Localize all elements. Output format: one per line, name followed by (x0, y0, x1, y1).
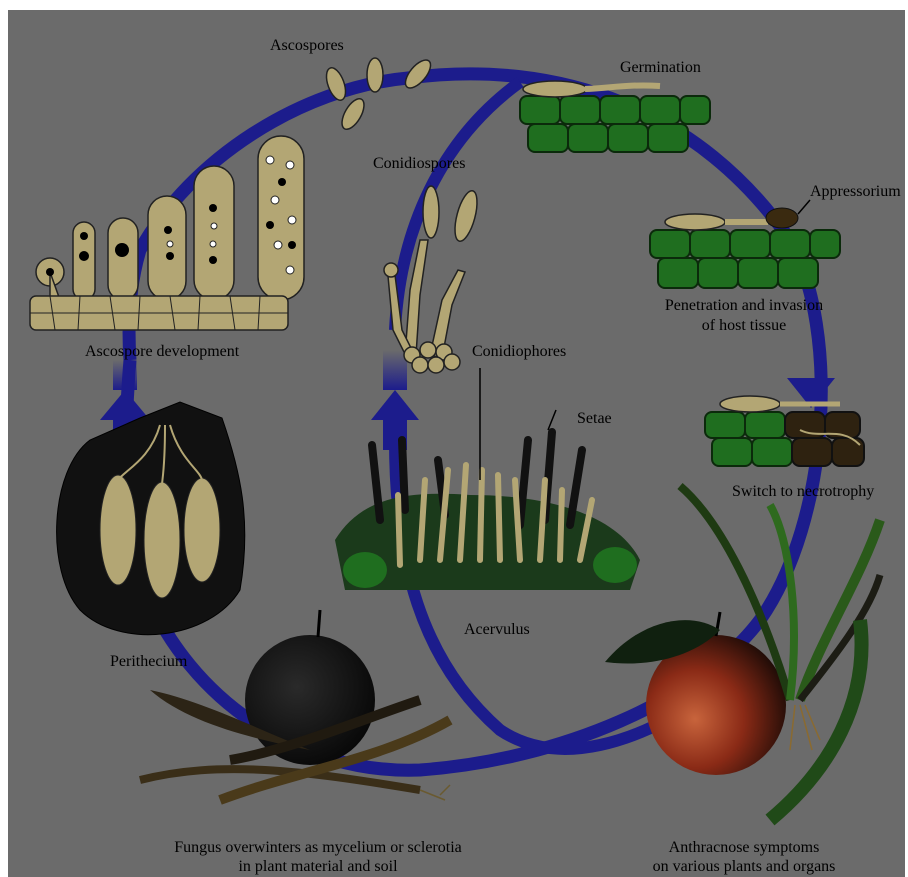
label-perithecium: Perithecium (110, 652, 187, 671)
anthracnose-illustration (605, 486, 880, 820)
ascospores-illustration (323, 56, 435, 133)
arrowhead-up-left (100, 390, 150, 420)
label-acervulus: Acervulus (464, 620, 530, 639)
label-overwinter-line2: in plant material and soil (238, 857, 397, 876)
appressorium-illustration (650, 200, 840, 288)
label-overwinter-line1: Fungus overwinters as mycelium or sclero… (174, 838, 462, 857)
necrotrophy-illustration (705, 396, 864, 466)
acervulus-illustration (335, 368, 640, 590)
label-anthracnose-line2: on various plants and organs (653, 857, 836, 876)
label-appressorium: Appressorium (810, 182, 901, 201)
label-switch-necrotrophy: Switch to necrotrophy (732, 482, 874, 501)
label-ascospores: Ascospores (270, 36, 344, 55)
label-penetration-line1: Penetration and invasion (665, 296, 823, 315)
label-anthracnose-line1: Anthracnose symptoms (669, 838, 820, 857)
perithecium-illustration (57, 402, 245, 635)
germination-illustration (520, 81, 710, 152)
label-conidiophores: Conidiophores (472, 342, 566, 361)
label-setae: Setae (577, 409, 612, 428)
label-germination: Germination (620, 58, 701, 77)
label-conidiospores: Conidiospores (373, 154, 465, 173)
ascospore-development-illustration (30, 136, 304, 330)
label-ascospore-development: Ascospore development (85, 342, 239, 361)
label-penetration-line2: of host tissue (702, 316, 786, 335)
